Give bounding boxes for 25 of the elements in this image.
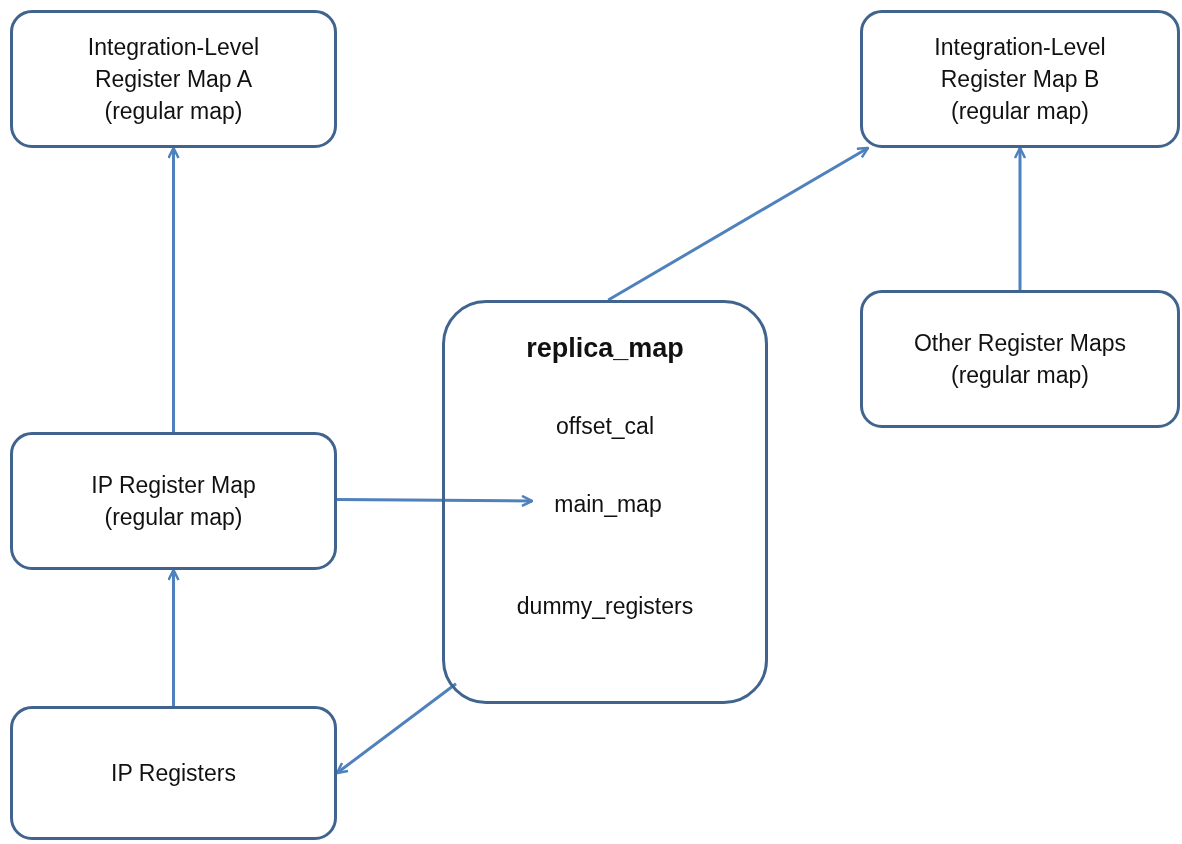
node-label: main_map [535, 486, 681, 522]
box-label: IP Registers [111, 758, 236, 788]
box-label: Other Register Maps [913, 328, 1127, 358]
arrow [167, 568, 180, 706]
rounded-box [10, 10, 337, 148]
box-label: Integration-Level Register Map B [933, 32, 1107, 94]
box-title: replica_map [525, 333, 685, 364]
rounded-box [442, 300, 768, 704]
box-label: IP Register Map [91, 470, 256, 500]
arrow [167, 146, 180, 432]
arrow [1013, 146, 1027, 290]
rounded-box [10, 432, 337, 570]
box-label: Integration-Level Register Map A [86, 32, 261, 94]
rounded-box [860, 10, 1180, 148]
rounded-box [10, 706, 337, 840]
arrow [607, 146, 870, 302]
box-item: dummy_registers [515, 593, 695, 620]
box-label: (regular map) [104, 97, 243, 127]
arrow [337, 494, 534, 508]
box-label: (regular map) [950, 97, 1089, 127]
box-label: (regular map) [104, 503, 243, 532]
box-label: (regular map) [950, 361, 1089, 390]
arrow [335, 682, 457, 775]
box-item: offset_cal [555, 413, 655, 440]
rounded-box [860, 290, 1180, 428]
